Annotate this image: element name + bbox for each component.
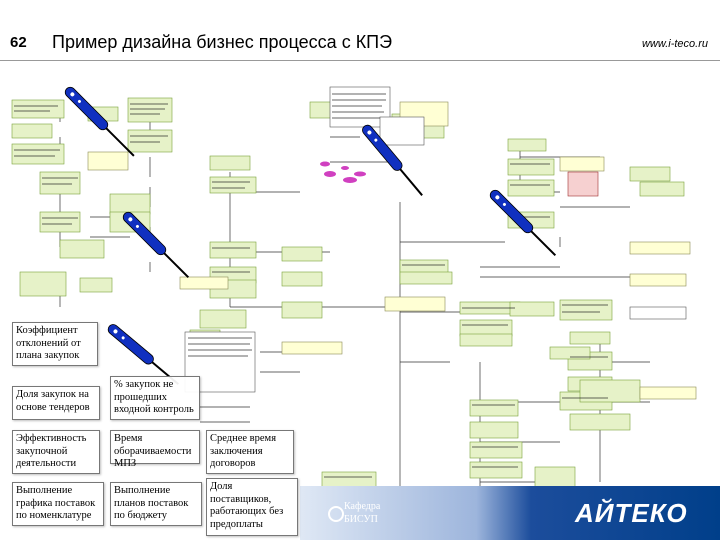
- kpi-tender-share: Доля закупок на основе тендеров: [12, 386, 100, 420]
- event-boxes: [87, 101, 697, 400]
- department-line-2: БИСУП: [344, 514, 378, 525]
- kpi-budget-plan: Выполнение планов поставок по бюджету: [110, 482, 202, 526]
- page-title: Пример дизайна бизнес процесса с КПЭ: [52, 32, 393, 52]
- decorative-blobs: [320, 161, 366, 183]
- company-logo: АЙТЕКО: [575, 498, 688, 528]
- slide-number: 62: [10, 34, 27, 51]
- thermometer-icons: [64, 86, 557, 385]
- kpi-delivery-schedule: Выполнение графика поставок по номенклат…: [12, 482, 104, 526]
- department-label: Кафедра БИСУП: [344, 500, 380, 526]
- logo-mark: [328, 506, 344, 522]
- footer-band: [300, 486, 720, 540]
- process-diagram: [11, 86, 720, 540]
- department-line-1: Кафедра: [344, 501, 381, 512]
- site-url: www.i-teco.ru: [641, 38, 708, 50]
- kpi-no-prepayment: Доля поставщиков, работающих без предопл…: [206, 478, 298, 536]
- header-divider: [0, 60, 720, 61]
- kpi-contract-time: Среднее время заключения договоров: [206, 430, 294, 474]
- warning-box: [567, 171, 599, 197]
- kpi-inventory-turnover: Время оборачиваемости МПЗ: [110, 430, 200, 469]
- kpi-purchasing-efficiency: Эффективность закупочной деятельности: [12, 430, 100, 474]
- text-placeholder-lines: [14, 93, 608, 507]
- kpi-coefficient-deviation: Коэффициент отклонений от плана закупок: [12, 322, 98, 366]
- kpi-failed-inspection: % закупок не прошедших входной контроль: [110, 376, 200, 420]
